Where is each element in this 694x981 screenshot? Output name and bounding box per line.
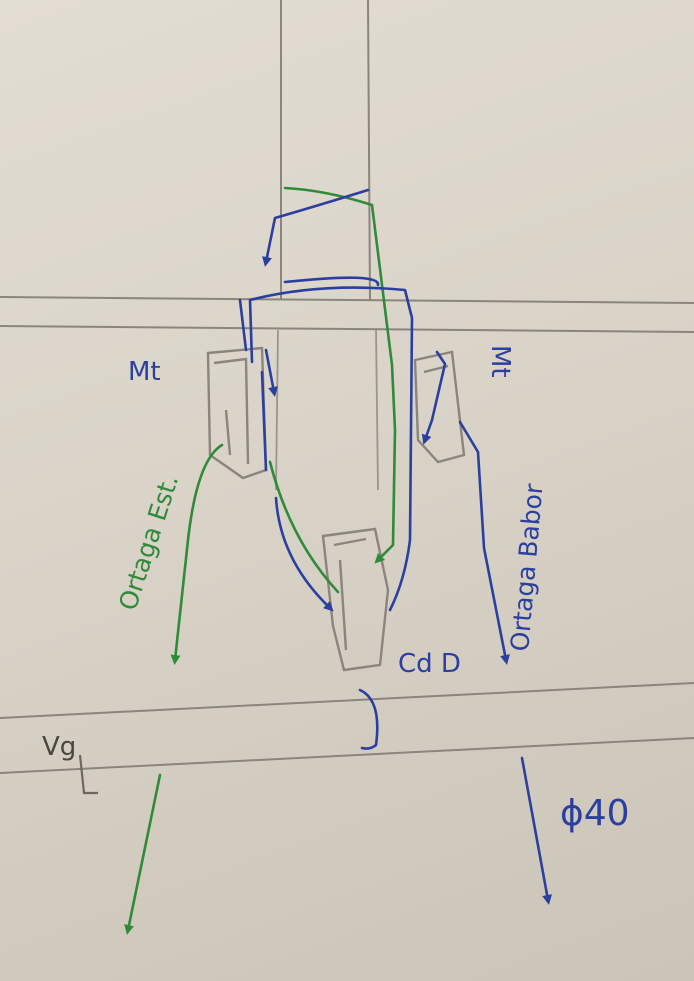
green-flow [124,186,397,935]
valve-left-body [206,346,268,480]
label-ortaga-babor: Ortaga Babor [505,482,549,653]
blue-flow [238,188,553,905]
label-diameter: ϕ40 [560,793,630,834]
pencil-guides [275,329,379,491]
label-vg: Vg [42,732,76,762]
label-mt-left: Mt [128,357,161,387]
vg-bracket [78,754,98,795]
pencil-pipe-top [280,0,371,301]
label-cdd: Cd D [398,649,461,679]
pencil-band-upper [0,296,694,333]
valve-right-body [413,350,466,464]
valve-center-body [321,527,390,672]
label-ortaga-est: Ortaga Est. [113,471,184,614]
label-mt-right: Mt [485,345,515,378]
pencil-band-lower [0,682,694,774]
